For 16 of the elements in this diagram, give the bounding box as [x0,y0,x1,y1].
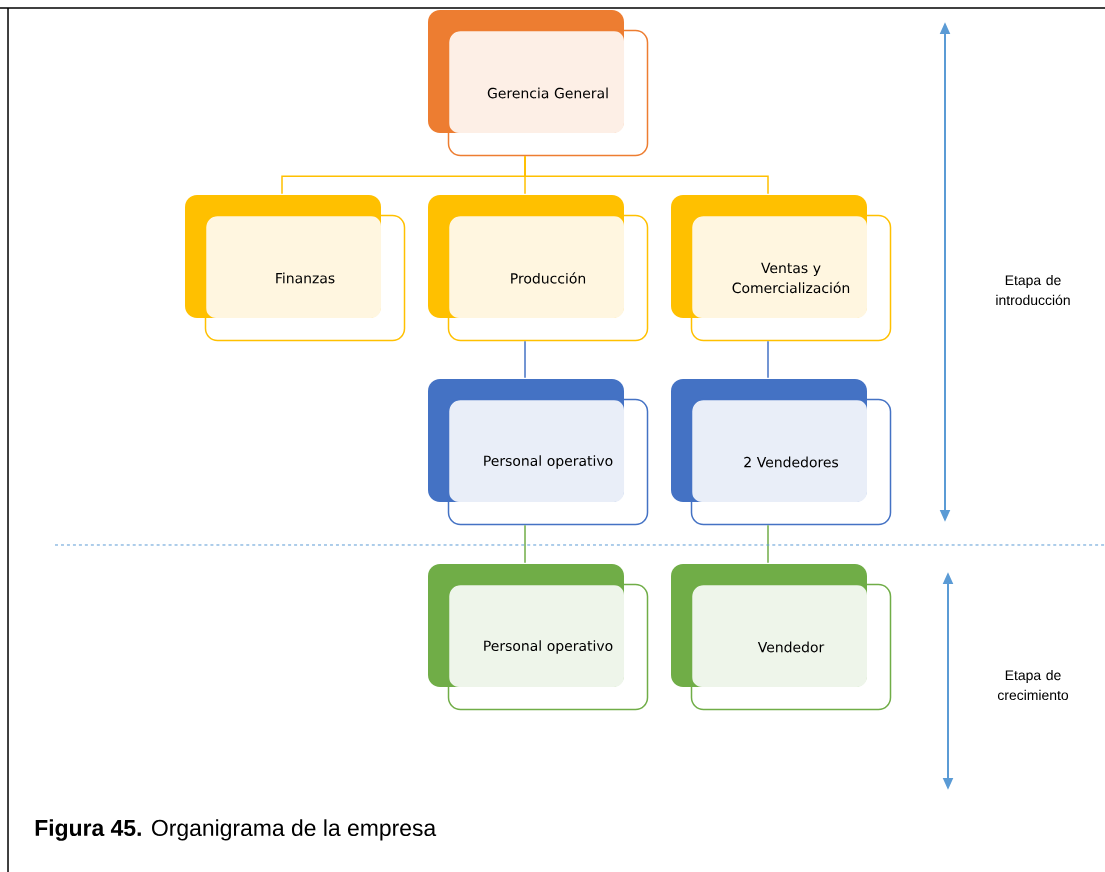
stage-label: Etapa de introducción [996,274,1070,306]
connector-line [767,524,769,564]
connector-line [524,340,526,379]
org-chart-box: Personal operativo [428,564,649,711]
org-chart-box: Finanzas [185,195,406,342]
org-chart-box: Vendedor [671,564,892,711]
org-chart-box: Ventas y Comercialización [671,195,892,342]
connector-line [524,155,769,195]
connector-line [524,524,526,564]
figure-caption: Figura 45. Organigrama de la empresa [35,819,437,841]
org-chart-box: Producción [428,195,649,342]
org-chart-box: 2 Vendedores [671,379,892,526]
stage-label: Etapa de crecimiento [997,669,1069,701]
org-chart-box: Gerencia General [428,10,649,157]
org-chart-box: Personal operativo [428,379,649,526]
connector-line [767,340,769,379]
